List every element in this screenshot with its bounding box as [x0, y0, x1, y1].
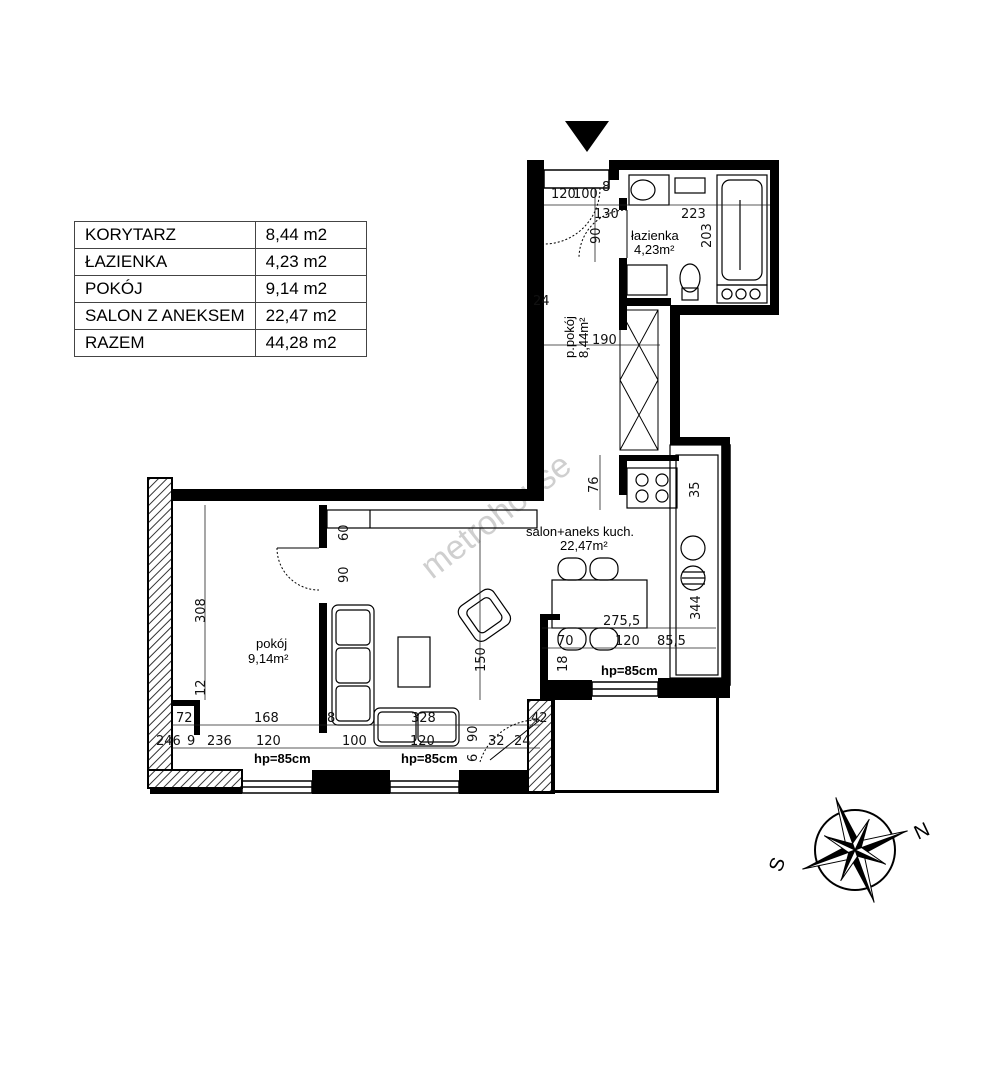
doors [276, 187, 628, 763]
window-height-labels: hp=85cm hp=85cm hp=85cm [254, 663, 658, 766]
hp-label-living: hp=85cm [401, 751, 458, 766]
area-room-name: RAZEM [74, 329, 256, 357]
dim-90-wall: 90 [337, 566, 352, 583]
compass-north-label: N [911, 818, 933, 844]
dim-9: 9 [187, 734, 195, 749]
dim-223: 223 [681, 207, 706, 222]
dim-328: 328 [411, 711, 436, 726]
dim-18: 18 [556, 655, 571, 672]
dim-90-bottom: 90 [466, 725, 481, 742]
dim-275-5: 275,5 [603, 614, 640, 629]
hp-label-kitchen: hp=85cm [601, 663, 658, 678]
hp-label-bedroom: hp=85cm [254, 751, 311, 766]
dim-76: 76 [587, 476, 602, 493]
dim-72: 72 [176, 711, 193, 726]
room-bedroom-name: pokój [256, 636, 287, 651]
area-room-value: 4,23 m2 [254, 248, 367, 276]
dim-203: 203 [700, 223, 715, 248]
area-room-value: 9,14 m2 [254, 275, 367, 303]
dim-344: 344 [689, 595, 704, 620]
dim-246: 246 [156, 734, 181, 749]
dim-120-living: 120 [410, 734, 435, 749]
dim-150: 150 [474, 647, 489, 672]
dim-120-bedroom: 120 [256, 734, 281, 749]
dim-12: 12 [194, 679, 209, 696]
room-corridor-name: p.pokój [562, 316, 577, 358]
area-room-value: 44,28 m2 [254, 329, 367, 357]
dim-90-door: 90 [589, 227, 604, 244]
area-room-value: 22,47 m2 [254, 302, 367, 330]
dim-120: 120 [551, 187, 576, 202]
dim-70: 70 [557, 634, 574, 649]
dim-120-kitchen: 120 [615, 634, 640, 649]
dim-42: 42 [531, 711, 548, 726]
dimension-labels: 120 100 8 130 223 90 203 24 190 76 35 60… [156, 180, 715, 762]
dim-85-5: 85,5 [657, 634, 686, 649]
room-bathroom-area: 4,23m² [634, 242, 675, 257]
area-room-name: SALON Z ANEKSEM [74, 302, 256, 330]
dim-130: 130 [594, 207, 619, 222]
dim-24: 24 [533, 294, 550, 309]
room-bathroom-name: łazienka [631, 228, 679, 243]
room-labels: łazienka 4,23m² p.pokój 8,44m² salon+ane… [248, 228, 679, 666]
area-room-value: 8,44 m2 [254, 221, 367, 249]
exterior-wall-left [147, 477, 173, 789]
watermark: metrohouse [414, 446, 579, 586]
dim-168: 168 [254, 711, 279, 726]
dim-32: 32 [488, 734, 505, 749]
room-corridor-area: 8,44m² [576, 317, 591, 358]
dim-100: 100 [573, 187, 598, 202]
room-living-name: salon+aneks kuch. [526, 524, 634, 539]
dim-8: 8 [602, 180, 610, 195]
wardrobe [619, 309, 659, 451]
dim-6: 6 [466, 754, 481, 762]
dim-60: 60 [337, 524, 352, 541]
dimension-lines [172, 188, 770, 749]
dim-8-bottom: 8 [327, 711, 335, 726]
dim-100-living: 100 [342, 734, 367, 749]
dim-308: 308 [194, 598, 209, 623]
area-room-name: KORYTARZ [74, 221, 256, 249]
dim-24-bottom: 24 [514, 734, 531, 749]
compass-south-label: S [765, 855, 790, 875]
living-furniture [331, 588, 512, 747]
walls [150, 160, 779, 794]
entrance-arrow-icon [565, 121, 609, 152]
kitchen-fixtures [326, 444, 723, 679]
dim-35: 35 [688, 481, 703, 498]
room-bedroom-area: 9,14m² [248, 651, 289, 666]
dim-190: 190 [592, 333, 617, 348]
room-living-area: 22,47m² [560, 538, 608, 553]
bathroom-fixtures [626, 174, 768, 304]
compass-rose-icon [802, 797, 908, 903]
dim-236: 236 [207, 734, 232, 749]
